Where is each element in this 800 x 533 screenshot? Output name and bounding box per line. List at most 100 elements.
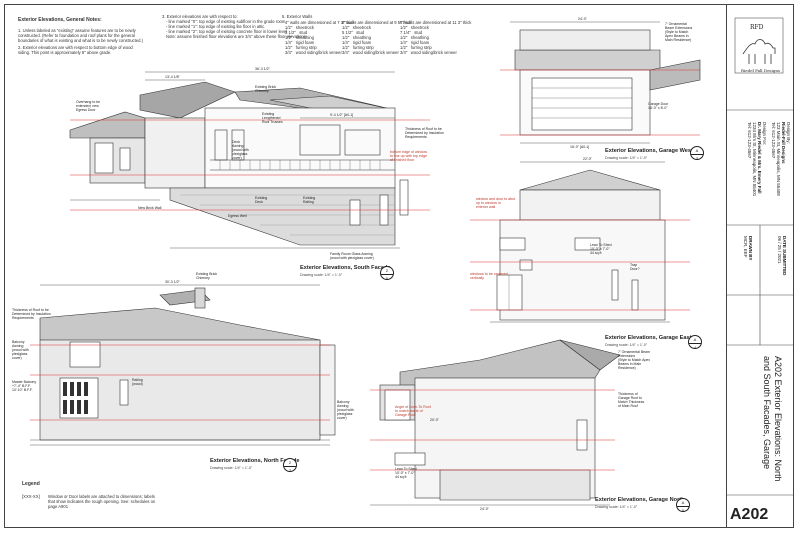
dim-gw-top: 24'-0" xyxy=(578,17,587,21)
callout-north-3: Balcony Awning (wood with plexiglass cov… xyxy=(12,340,29,360)
walls-col1-row: 1/4" rigid foam xyxy=(285,40,315,45)
elevation-note-4: Note: assume finished floor elevations a… xyxy=(166,34,306,39)
walls-col1-row: 3/4" wood siding/brick veneer xyxy=(285,50,342,55)
scale-south-facade: Drawing scale: 1/4" = 1'-0" xyxy=(300,273,343,277)
logo-name: Riedel Fall Designs xyxy=(741,68,780,73)
dim-gn-total: 20'-0" xyxy=(430,418,439,422)
walls-col3-row: 8" walls are dimensioned at 11 3" thick xyxy=(400,20,472,25)
drawn-value: MCR, EEF xyxy=(743,236,748,258)
ref-bubble-top: A xyxy=(693,337,697,342)
sheet-number: A202 xyxy=(730,506,769,523)
walls-col1-row: 1/2" sheathing xyxy=(285,35,314,40)
logo-camel-icon xyxy=(734,17,784,74)
ref-bubble-top: A xyxy=(695,148,699,153)
design-by-address: 123 Main St, Minneapolis, MN 55408 xyxy=(776,122,781,196)
walls-col2-row: 1/2" sheathing xyxy=(342,35,371,40)
walls-col3-row: 3/4" wood siding/brick veneer xyxy=(400,50,457,55)
general-notes-heading: Exterior Elevations, General Notes: xyxy=(18,17,102,23)
dim-gn-bottom: 24'-0" xyxy=(480,507,489,511)
callout-gw-2: Garage Door 16'-0" x 8'-0" xyxy=(648,102,669,110)
walls-col1-row: 1/2" furring strip xyxy=(285,45,317,50)
general-note-1: 1. Unless labeled as "existing" assume f… xyxy=(18,28,143,43)
scale-garage-east: Drawing scale: 1/4" = 1'-0" xyxy=(605,343,648,347)
ref-bubble-top: A xyxy=(681,500,685,505)
redline-note-ge-2: windows to be centered vertically xyxy=(470,272,508,280)
walls-col3-row: 7 1/4" stud xyxy=(400,30,423,35)
walls-col2-row: 1/2" sheetrock xyxy=(342,25,371,30)
ref-bubble-bottom: 5 xyxy=(677,506,689,514)
callout-gn-1: 7' Ornamental Beam Extensions (Style to … xyxy=(618,350,651,370)
callout-north-1: Existing Brick Chimney xyxy=(196,272,218,280)
date-label: DATE SUBMITTED xyxy=(782,236,787,276)
garage-north-drawing xyxy=(370,339,621,506)
callout-south-6: Egress Well xyxy=(228,214,247,218)
logo-initials: RFD xyxy=(750,24,764,31)
dim-ge-top: 22'-0" xyxy=(583,157,592,161)
callout-south-10: Thickness of Roof to be Determined by In… xyxy=(405,127,444,139)
ref-bubble-bottom: 5 xyxy=(381,274,393,282)
callout-south-2: Existing Brick Chimney xyxy=(255,85,277,93)
walls-col1-row: 3 1/2" stud xyxy=(285,30,308,35)
elevation-note-0: 3. Exterior elevations are with respect … xyxy=(162,14,238,19)
walls-col3-row: 1/4" rigid foam xyxy=(400,40,430,45)
sheet-title: A202 Exterior Elevations: North and Sout… xyxy=(762,356,783,482)
callout-ge-1: Lean To Shed 10'-0" x 7'-0" 44 sq ft xyxy=(590,243,612,255)
callout-gn-2: Thickness of Garage Roof to Match Thickn… xyxy=(618,392,645,408)
redline-note-ge-1: window and door to abut up to window in … xyxy=(476,197,516,209)
callout-north-2: Thickness of Roof to be Determined by In… xyxy=(12,308,51,320)
elevation-note-3: - line marked "2": top edge of existing … xyxy=(166,29,288,34)
walls-col2-row: 6" walls are dimensioned at 9 5" thick xyxy=(342,20,412,25)
garage-west-drawing xyxy=(510,21,701,144)
drawn-label: DRAWN BY xyxy=(748,236,753,261)
dim-south-a: 13'-4 1/8" xyxy=(165,75,180,79)
design-for-address: 1234 Elm St, Minneapolis, MN 55401 xyxy=(752,122,757,197)
design-by-block: Design By: Riedel-Fall Designs 123 Main … xyxy=(771,122,791,196)
callout-ge-2: Trap Door? xyxy=(630,263,640,271)
callout-south-4: Deck Awning (wood with plexiglass cover) xyxy=(232,140,249,160)
design-by-name: Riedel-Fall Designs xyxy=(781,122,786,164)
walls-col2-row: 5 1/2" stud xyxy=(342,30,365,35)
callout-gn-3: Balcony Awning (wood with plexiglass cov… xyxy=(337,400,354,420)
scale-north-facade: Drawing scale: 1/4" = 1'-0" xyxy=(210,466,253,470)
callout-south-1: Overhang to be extended; new Egress Door xyxy=(76,100,101,112)
callout-north-5: Railing (wood) xyxy=(132,378,143,386)
title-south-facade: Exterior Elevations, South Facade xyxy=(300,265,391,271)
legend-text: Window or Door labels are attached to di… xyxy=(48,494,156,509)
garage-east-drawing xyxy=(490,161,670,323)
sheet-border xyxy=(4,4,794,528)
callout-south-7: Existing Deck xyxy=(255,196,268,204)
ref-bubble-top: 2 xyxy=(385,268,389,273)
walls-col3-row: 1/2" sheetrock xyxy=(400,25,429,30)
callout-south-3: Existing Lengthened Roof Trusses xyxy=(262,112,283,124)
ref-bubble-bottom: 2 xyxy=(284,466,296,474)
callout-north-4: Master Balcony +7'-4" B.F.F. 10'-10" B.F… xyxy=(12,380,37,392)
dim-south-b: 9'-4 1/2" [A0-1] xyxy=(330,113,354,117)
title-block-lines xyxy=(726,109,794,496)
dim-north-top: 30'-3 1/2" xyxy=(165,280,180,284)
title-garage-west: Exterior Elevations, Garage West xyxy=(605,148,693,154)
title-block: RFD Riedel Fall Designs Design By: Riede… xyxy=(726,4,794,528)
ref-bubble-bottom: 3 xyxy=(691,154,703,162)
callout-south-8: Existing Railing xyxy=(303,196,316,204)
scale-garage-west: Drawing scale: 1/4" = 1'-0" xyxy=(605,156,648,160)
walls-col3-row: 1/2" sheathing xyxy=(400,35,429,40)
redline-note-south: bottom edge of window to line up with to… xyxy=(390,150,427,162)
ref-bubble-bottom: 4 xyxy=(689,343,701,351)
redline-note-gn: Angle of Lean-To Roof to match angle of … xyxy=(395,405,431,417)
elevation-note-2: - line marked "1": top edge of existing … xyxy=(166,24,265,29)
north-facade-drawing xyxy=(30,284,336,446)
exterior-walls-heading: 5. Exterior Walls xyxy=(282,14,313,19)
design-for-name: Dr. Mary Riedel & Mrs. Emery Fall xyxy=(757,122,762,194)
walls-col2-row: 3/4" wood siding/brick veneer xyxy=(342,50,399,55)
callout-south-9: Family Room Glass Awning (wood with plex… xyxy=(330,252,374,260)
elevation-note-1: - line marked "0": top edge of existing … xyxy=(166,19,286,24)
walls-col3-row: 1/2" furring strip xyxy=(400,45,432,50)
design-for-block: Design For: Dr. Mary Riedel & Mrs. Emery… xyxy=(747,122,767,196)
